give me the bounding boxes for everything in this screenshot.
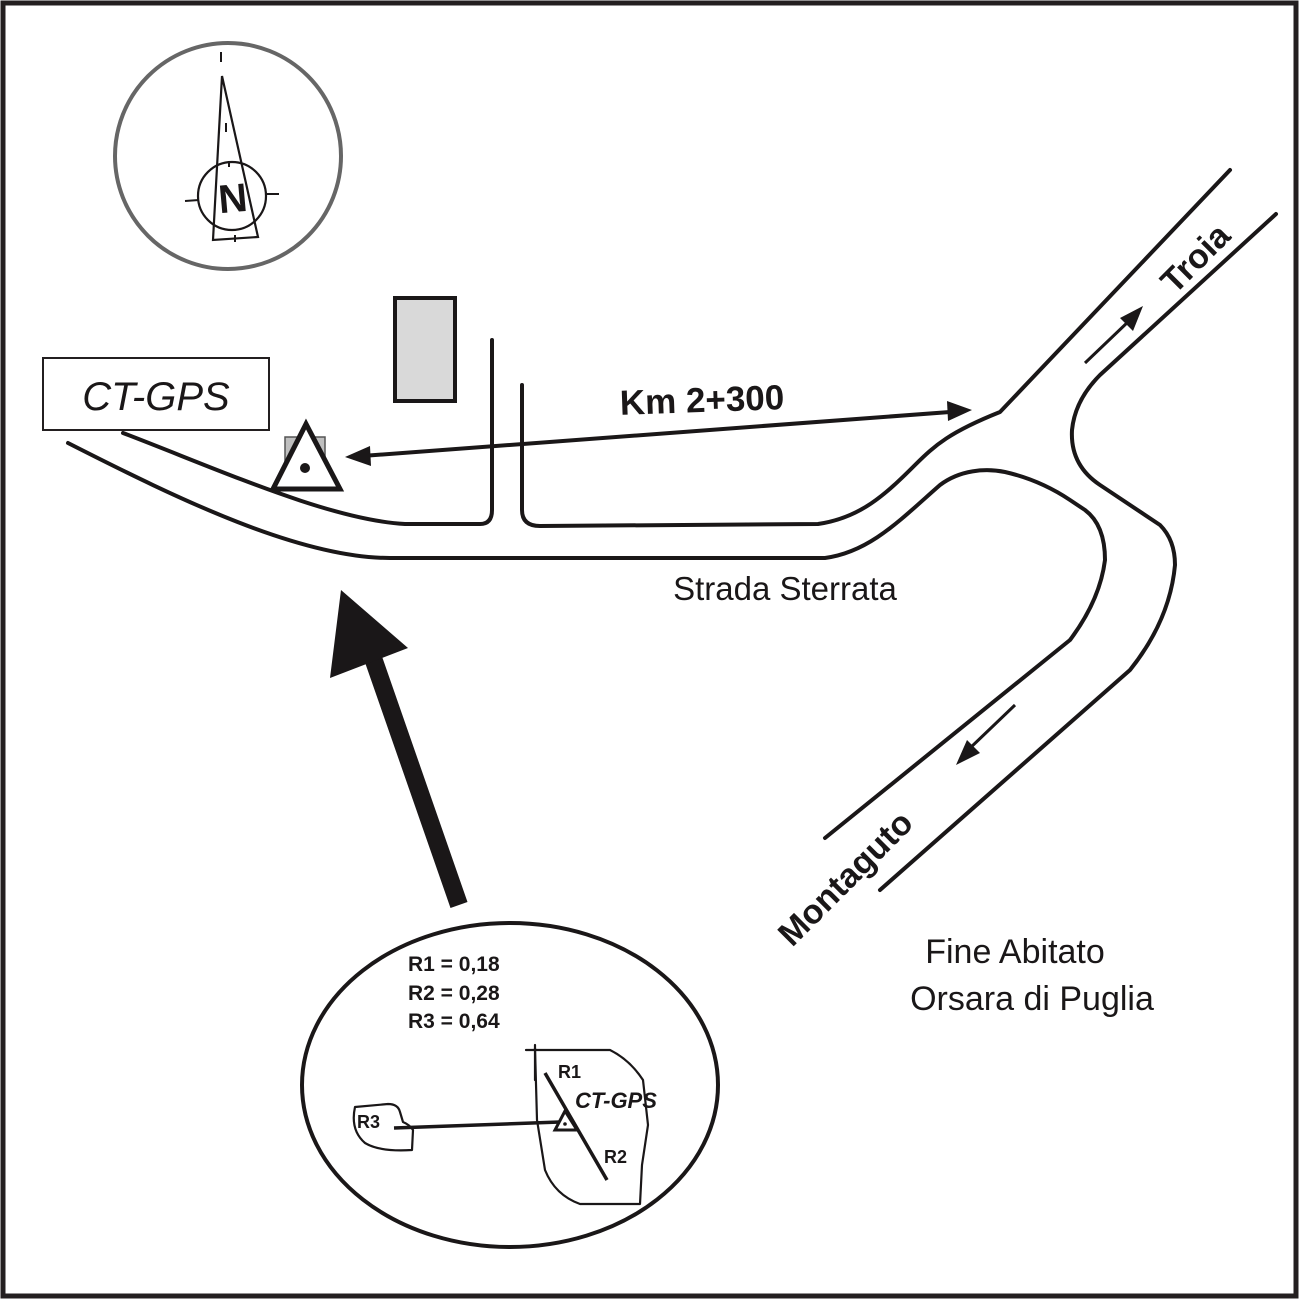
building — [393, 296, 457, 403]
inset-r3-outline — [352, 1102, 415, 1152]
direction-arrow-sw-icon — [956, 703, 1017, 765]
locality-line-2: Orsara di Puglia — [910, 980, 1154, 1018]
road-right-edge — [878, 212, 1278, 892]
inset-parcel-outline — [524, 1046, 650, 1206]
inset-value-r3: R3 = 0,64 — [408, 1010, 500, 1033]
compass-ring — [113, 41, 343, 271]
inset-station-marker-icon — [552, 1108, 580, 1132]
compass-inner-ring — [196, 160, 268, 232]
compass-rose-icon: N — [113, 41, 343, 271]
road-lower-edge — [66, 441, 1107, 840]
inset-label-r3: R3 — [357, 1112, 380, 1132]
locality-line-1: Fine Abitato — [925, 933, 1105, 971]
inset-label-r1: R1 — [558, 1062, 581, 1082]
inset-value-r2: R2 = 0,28 — [408, 982, 500, 1005]
station-label: CT-GPS — [82, 375, 230, 419]
inset-label-r2: R2 — [604, 1147, 627, 1167]
road-label: Strada Sterrata — [673, 570, 897, 607]
inset-label-station: CT-GPS — [575, 1088, 657, 1113]
distance-label: Km 2+300 — [619, 378, 785, 423]
compass-north-letter: N — [217, 176, 250, 222]
inset-pointer-arrow-icon — [330, 590, 468, 908]
side-road-edge — [520, 168, 1232, 528]
inset-value-r1: R1 = 0,18 — [408, 953, 500, 976]
reference-inset: R1 = 0,18 R2 = 0,28 R3 = 0,64 R1 CT-GPS … — [300, 921, 720, 1249]
gps-station-marker-icon — [268, 418, 345, 492]
road-upper-edge — [121, 338, 494, 526]
inset-baseline-r3 — [393, 1120, 561, 1130]
direction-arrow-ne-icon — [1083, 306, 1143, 365]
station-label-box: CT-GPS — [42, 357, 270, 431]
distance-arrow-icon — [345, 401, 972, 466]
